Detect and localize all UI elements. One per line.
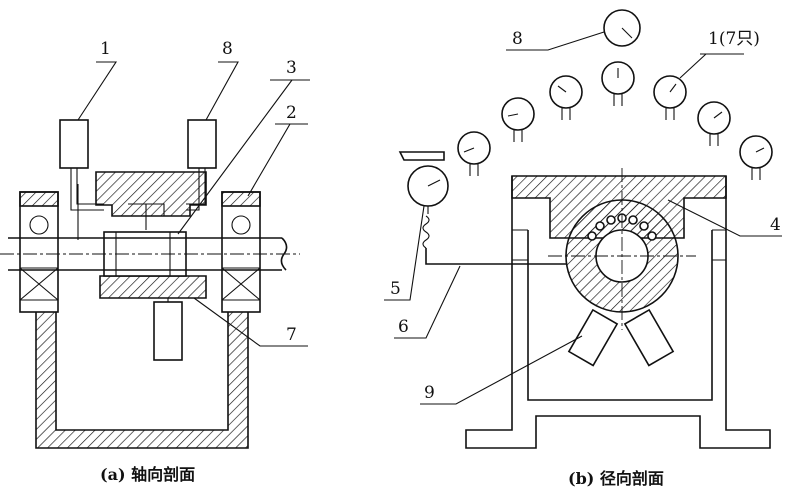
right-bearing-housing [221,191,261,313]
lower-bearing-block [99,275,207,299]
leader-1b [679,53,744,79]
leader-1 [77,61,118,121]
upper-bearing-block [95,171,207,217]
axial-section-view: 1 8 3 2 7 (a) 轴向剖面 [0,39,310,484]
housing-body [35,291,249,449]
stand-inner [527,230,713,401]
sensor-8-tube [186,168,206,211]
left-bearing-housing [19,191,59,313]
caption-axial: (a) 轴向剖面 [100,465,195,484]
pressure-sensor-8 [187,119,217,169]
probe-left [567,308,619,367]
leader-3 [177,79,310,235]
gauge-1g [739,135,773,180]
gauge-1c [549,75,583,120]
gauge-1a [457,131,491,176]
leader-2 [247,123,308,197]
right-bearing-ball [231,215,251,235]
displacement-probe [153,301,183,361]
right-bearing-cap [221,191,261,207]
gauge-1e [653,75,687,120]
pressure-sensor-1 [59,119,89,169]
radial-section-view: 8 1(7只) 4 5 6 9 (b) 径向剖面 [384,9,782,488]
gauge-array [457,9,773,180]
label-part-9: 9 [424,383,435,403]
stand-frame [465,176,771,449]
gauge-5-spring [422,206,430,249]
caption-radial: (b) 径向剖面 [568,469,664,488]
leader-5 [384,205,425,301]
leader-9 [420,335,583,405]
gauge-8 [603,9,641,47]
stand-ribs [512,229,726,261]
gauge-1d [601,61,635,106]
gauge-bracket [398,151,445,161]
leader-8b [506,31,605,51]
left-bearing-cap [19,191,59,207]
label-part-3: 3 [286,58,297,78]
label-part-6: 6 [398,317,409,337]
probe-right [623,308,675,367]
label-part-5: 5 [390,279,401,299]
shaft [8,237,282,271]
leader-4 [667,199,782,237]
right-lower-bearing [221,267,261,301]
gauge-1b [501,97,535,142]
label-part-4: 4 [770,215,781,235]
label-sensor-1: 1 [100,39,111,59]
sensor-1-tube [70,168,104,211]
label-sensor-8: 8 [222,39,233,59]
label-part-2: 2 [286,103,297,123]
leader-7 [193,297,308,347]
leader-6 [394,265,461,339]
oil-channel [128,203,165,230]
pressure-pipe-6 [425,248,566,265]
label-gauge-8: 8 [512,29,523,49]
gauge-1f [697,101,731,146]
leader-8 [205,61,239,121]
left-bearing-ball [29,215,49,235]
left-lower-bearing [19,267,59,301]
label-part-7: 7 [286,325,297,345]
label-gauges-1: 1(7只) [708,29,760,49]
